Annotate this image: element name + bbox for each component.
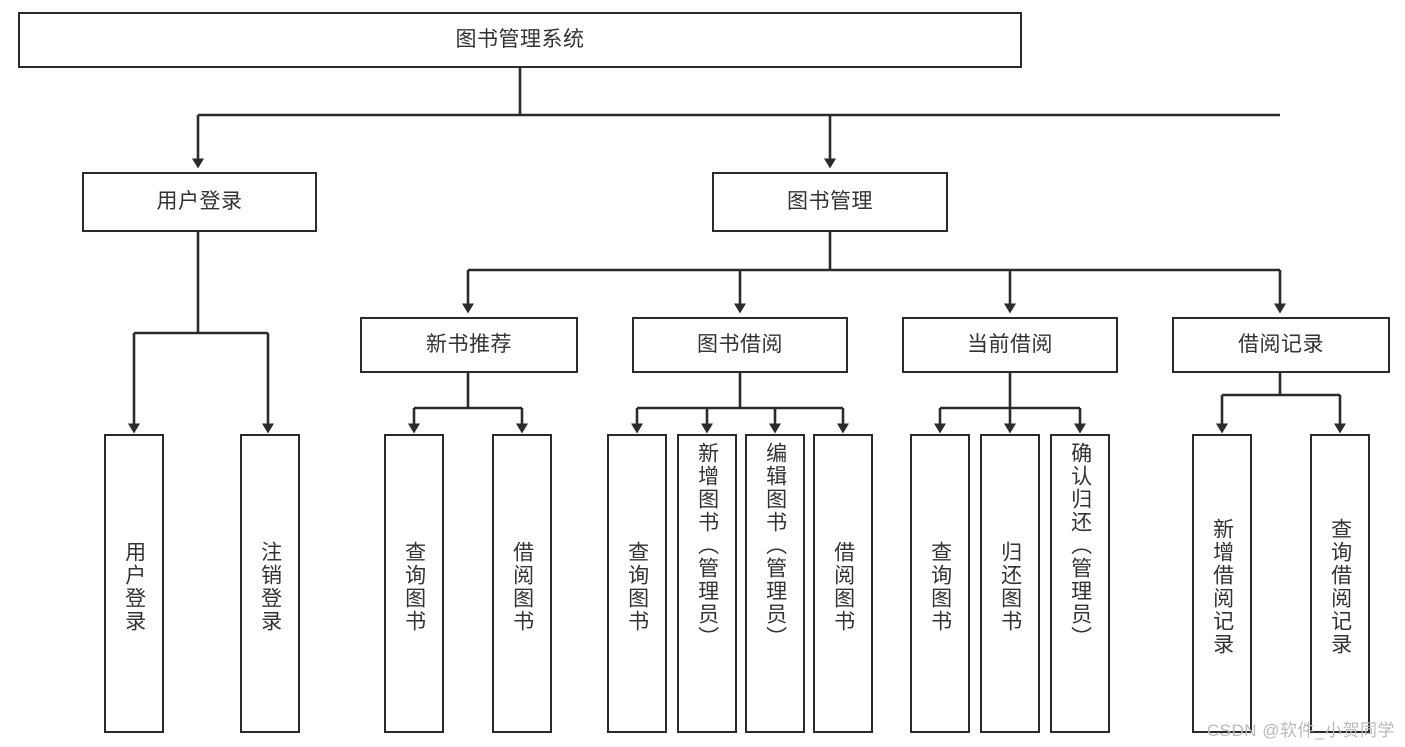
node-borrow-records-label: 借阅记录 <box>1238 332 1324 356</box>
leaf-user-login-logout[interactable]: 注销登录 <box>240 434 300 733</box>
node-new-book-recommend-label: 新书推荐 <box>426 332 512 356</box>
leaf-book-borrow-add[interactable]: 新增图书（管理员） <box>677 434 737 733</box>
node-root[interactable]: 图书管理系统 <box>18 12 1022 68</box>
leaf-label: 借阅图书 <box>831 540 855 633</box>
leaf-label: 查询图书 <box>928 540 952 633</box>
leaf-book-borrow-edit[interactable]: 编辑图书（管理员） <box>745 434 805 733</box>
leaf-current-borrow-confirm[interactable]: 确认归还（管理员） <box>1050 434 1110 733</box>
leaf-label: 编辑图书（管理员） <box>763 442 787 649</box>
node-current-borrow[interactable]: 当前借阅 <box>902 317 1118 373</box>
node-user-login[interactable]: 用户登录 <box>82 172 317 232</box>
node-book-manage-label: 图书管理 <box>787 189 873 213</box>
node-borrow-records[interactable]: 借阅记录 <box>1172 317 1390 373</box>
leaf-new-book-borrow[interactable]: 借阅图书 <box>492 434 552 733</box>
node-user-login-label: 用户登录 <box>156 189 243 213</box>
leaf-label: 注销登录 <box>258 540 282 633</box>
node-book-borrow[interactable]: 图书借阅 <box>632 317 848 373</box>
leaf-label: 新增图书（管理员） <box>695 442 719 649</box>
leaf-label: 查询借阅记录 <box>1328 517 1352 656</box>
leaf-book-borrow-borrow[interactable]: 借阅图书 <box>813 434 873 733</box>
leaf-user-login-login[interactable]: 用户登录 <box>104 434 164 733</box>
leaf-label: 查询图书 <box>402 540 426 633</box>
leaf-borrow-record-query[interactable]: 查询借阅记录 <box>1310 434 1370 733</box>
leaf-label: 新增借阅记录 <box>1210 517 1234 656</box>
node-new-book-recommend[interactable]: 新书推荐 <box>360 317 578 373</box>
watermark-text: CSDN @软件_小贺同学 <box>1206 721 1395 740</box>
node-book-manage[interactable]: 图书管理 <box>712 172 948 232</box>
leaf-book-borrow-query[interactable]: 查询图书 <box>607 434 667 733</box>
leaf-current-borrow-query[interactable]: 查询图书 <box>910 434 970 733</box>
leaf-new-book-query[interactable]: 查询图书 <box>384 434 444 733</box>
node-root-label: 图书管理系统 <box>455 27 585 51</box>
leaf-borrow-record-add[interactable]: 新增借阅记录 <box>1192 434 1252 733</box>
leaf-label: 确认归还（管理员） <box>1068 442 1092 649</box>
node-current-borrow-label: 当前借阅 <box>967 332 1053 356</box>
leaf-label: 归还图书 <box>998 540 1022 633</box>
leaf-label: 查询图书 <box>625 540 649 633</box>
leaf-label: 用户登录 <box>122 540 146 633</box>
node-book-borrow-label: 图书借阅 <box>697 332 783 356</box>
leaf-label: 借阅图书 <box>510 540 534 633</box>
leaf-current-borrow-return[interactable]: 归还图书 <box>980 434 1040 733</box>
